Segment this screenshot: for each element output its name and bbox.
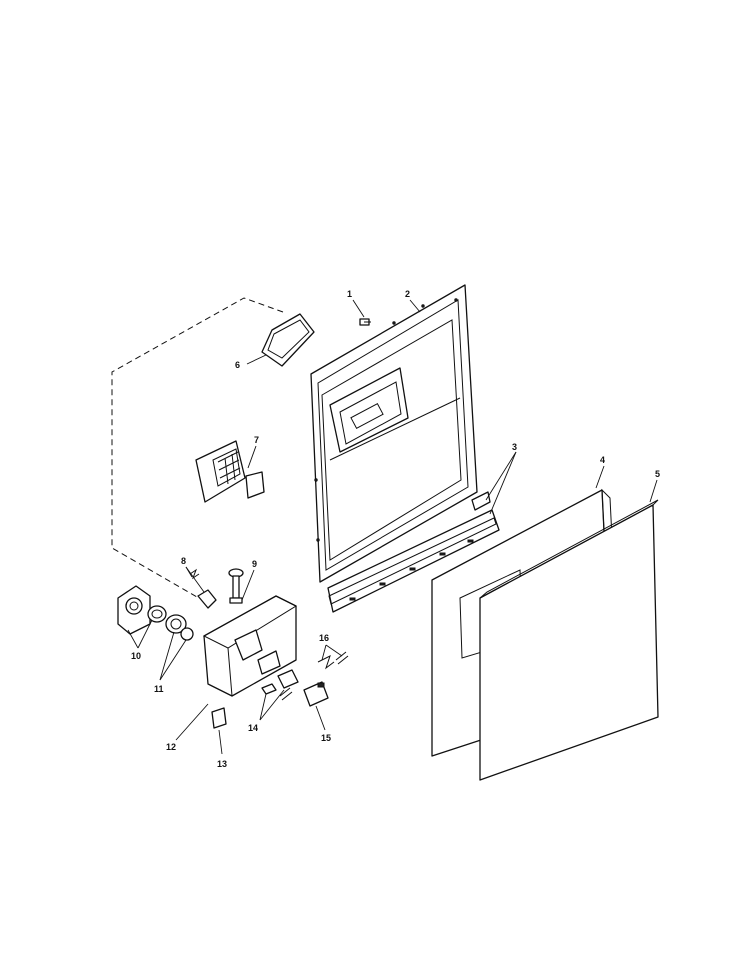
leader-14a bbox=[259, 693, 267, 721]
leader-14b bbox=[259, 689, 285, 721]
actuator-arms-and-springs bbox=[261, 669, 299, 701]
callout-5: 5 bbox=[655, 469, 660, 479]
leader-3a bbox=[485, 451, 517, 501]
leader-3b bbox=[489, 451, 517, 515]
callout-6: 6 bbox=[235, 360, 240, 370]
solenoid bbox=[303, 681, 329, 707]
callout-12: 12 bbox=[166, 742, 176, 752]
detergent-dispenser-cup bbox=[195, 440, 265, 503]
screw bbox=[359, 318, 371, 326]
leader-12 bbox=[175, 703, 209, 741]
vent-strip bbox=[327, 491, 500, 613]
leader-16b bbox=[325, 644, 343, 657]
leader-7 bbox=[247, 445, 257, 469]
seal-rings bbox=[147, 605, 194, 641]
callout-15: 15 bbox=[321, 733, 331, 743]
callout-14: 14 bbox=[248, 723, 258, 733]
leader-11b bbox=[159, 639, 187, 681]
leader-10a bbox=[127, 629, 139, 649]
callout-10: 10 bbox=[131, 651, 141, 661]
callout-7: 7 bbox=[254, 435, 259, 445]
callout-11: 11 bbox=[154, 684, 164, 694]
callout-13: 13 bbox=[217, 759, 227, 769]
callout-16: 16 bbox=[319, 633, 329, 643]
callout-9: 9 bbox=[252, 559, 257, 569]
leader-4 bbox=[595, 465, 605, 489]
callout-8: 8 bbox=[181, 556, 186, 566]
callout-2: 2 bbox=[405, 289, 410, 299]
release-springs bbox=[317, 651, 349, 670]
leader-6 bbox=[246, 354, 267, 365]
inner-door-panel bbox=[310, 284, 478, 583]
assembly-guide-line bbox=[111, 297, 284, 598]
leader-9 bbox=[241, 569, 255, 601]
leader-10b bbox=[137, 619, 153, 649]
leader-2 bbox=[409, 299, 421, 313]
dispenser-housing bbox=[202, 595, 298, 697]
leader-8b bbox=[185, 566, 205, 593]
dispenser-gasket bbox=[261, 313, 315, 367]
leader-13 bbox=[218, 729, 223, 755]
leader-1 bbox=[352, 299, 365, 318]
leader-11a bbox=[159, 631, 175, 681]
callout-3: 3 bbox=[512, 442, 517, 452]
leader-5 bbox=[649, 479, 658, 503]
rinse-aid-cap bbox=[228, 568, 244, 604]
latch-block bbox=[211, 707, 227, 729]
leader-16a bbox=[321, 644, 327, 661]
leader-15 bbox=[315, 705, 326, 731]
spring-and-lever bbox=[189, 568, 217, 609]
dispenser-cover bbox=[117, 585, 151, 635]
callout-1: 1 bbox=[347, 289, 352, 299]
callout-4: 4 bbox=[600, 455, 605, 465]
decorative-door-front bbox=[479, 499, 659, 781]
